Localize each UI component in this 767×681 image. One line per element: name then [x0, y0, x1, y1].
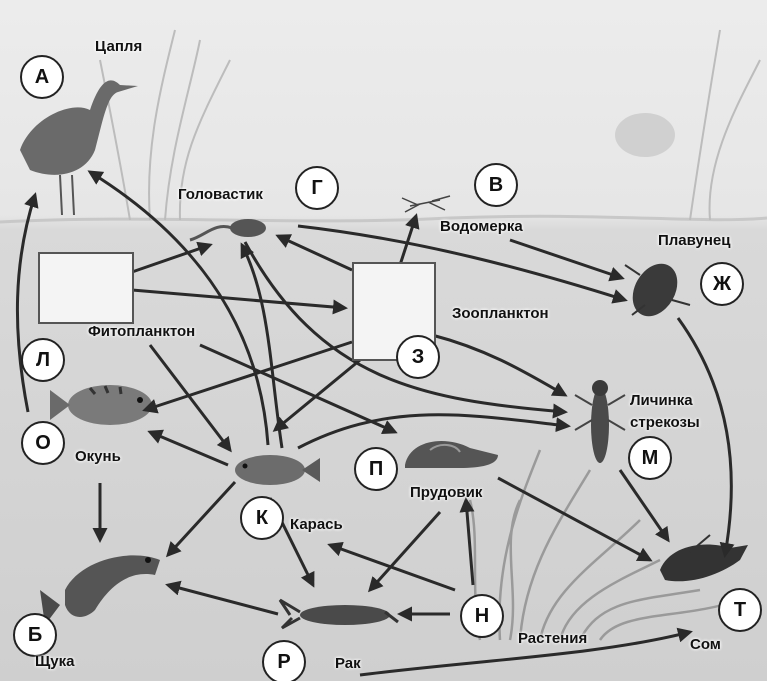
- tadpole-letter: Г: [295, 166, 339, 210]
- arrow-zooplankton-dragonfly-larva: [432, 335, 565, 395]
- pike-letter: Б: [13, 613, 57, 657]
- catfish-illustration: [660, 535, 748, 581]
- arrow-crucian-perch: [150, 432, 228, 465]
- arrow-plants-crucian: [330, 545, 455, 590]
- plants-label: Растения: [518, 630, 587, 647]
- crayfish-letter: Р: [262, 640, 306, 681]
- perch-illustration: [50, 385, 152, 425]
- dragonfly-larva-letter: М: [628, 436, 672, 480]
- plants-letter: Н: [460, 594, 504, 638]
- arrow-zooplankton-tadpole: [278, 236, 352, 270]
- arrow-crayfish-pike: [168, 585, 278, 614]
- water-strider-label: Водомерка: [440, 218, 523, 235]
- crucian-label: Карась: [290, 516, 343, 533]
- water-strider-letter: В: [474, 163, 518, 207]
- diving-beetle-letter: Ж: [700, 262, 744, 306]
- zooplankton-letter: З: [396, 335, 440, 379]
- arrow-phytoplankton-crucian: [150, 345, 230, 450]
- tadpole-illustration: [190, 219, 266, 240]
- pond-snail-illustration: [405, 441, 498, 468]
- arrow-pond-snail-catfish: [498, 478, 650, 560]
- crayfish-label: Рак: [335, 655, 361, 672]
- arrow-phytoplankton-zooplankton: [132, 290, 345, 308]
- zooplankton-label: Зоопланктон: [452, 305, 549, 322]
- diving-beetle-illustration: [624, 256, 690, 324]
- arrow-zooplankton-water-strider: [400, 216, 416, 265]
- arrow-zooplankton-crucian: [275, 360, 360, 430]
- phytoplankton-illustration: [38, 252, 134, 324]
- arrow-crucian-pike: [168, 482, 235, 555]
- pond-snail-label: Прудовик: [410, 484, 482, 501]
- arrow-dragonfly-larva-catfish: [620, 470, 668, 540]
- perch-letter: О: [21, 421, 65, 465]
- catfish-label: Сом: [690, 636, 721, 653]
- arrow-crucian-tadpole: [242, 245, 282, 448]
- water-strider-illustration: [402, 196, 450, 212]
- dragonfly-larva-illustration: [575, 380, 625, 463]
- crayfish-illustration: [280, 600, 398, 628]
- rock-illustration: [615, 113, 675, 157]
- perch-label: Окунь: [75, 448, 121, 465]
- heron-label: Цапля: [95, 38, 142, 55]
- pike-illustration: [40, 555, 160, 625]
- pike-label: Щука: [35, 653, 74, 670]
- crucian-illustration: [235, 455, 320, 485]
- phytoplankton-letter: Л: [21, 338, 65, 382]
- pond-snail-letter: П: [354, 447, 398, 491]
- catfish-letter: Т: [718, 588, 762, 632]
- heron-letter: А: [20, 55, 64, 99]
- dragonfly-larva-label: Личинка стрекозы: [630, 390, 722, 434]
- phytoplankton-label: Фитопланктон: [88, 323, 195, 340]
- arrow-diving-beetle-catfish: [678, 318, 731, 555]
- diving-beetle-label: Плавунец: [658, 232, 730, 249]
- tadpole-label: Головастик: [178, 186, 263, 203]
- crucian-letter: К: [240, 496, 284, 540]
- heron-illustration: [20, 80, 138, 215]
- arrow-pond-snail-crayfish: [370, 512, 440, 590]
- arrow-phytoplankton-tadpole: [132, 245, 210, 272]
